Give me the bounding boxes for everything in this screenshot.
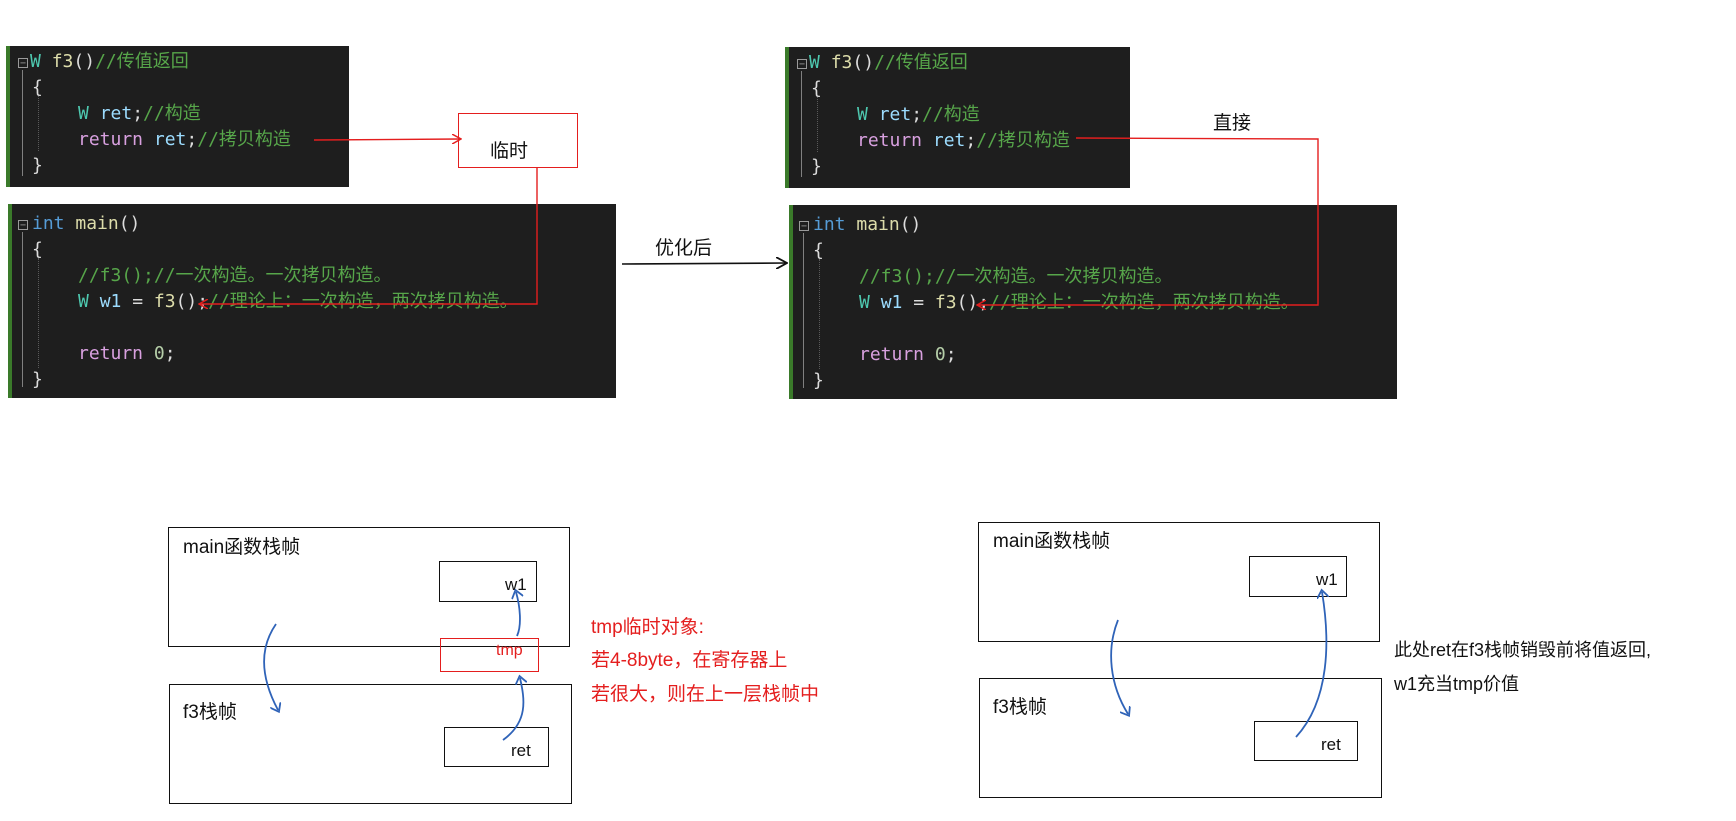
left-f3-fold-toggle-icon[interactable]: − — [18, 58, 28, 69]
right-main-line-return: return 0; — [859, 344, 957, 365]
left-main-code-panel: − int main() { //f3();//一次构造。一次拷贝构造。 W w… — [8, 204, 616, 398]
right-w1-label: w1 — [1316, 570, 1338, 589]
left-temp-to-w1-arrow — [200, 168, 538, 304]
left-tmp-box — [440, 638, 539, 672]
left-main-line-comment: //f3();//一次构造。一次拷贝构造。 — [78, 265, 392, 286]
right-main-open-brace: { — [813, 240, 824, 261]
right-f3-indent-guide — [817, 97, 818, 152]
right-ret-label: ret — [1321, 735, 1341, 754]
left-f3-close-brace: } — [32, 155, 43, 176]
left-ret-to-tmp-blue-arrow — [502, 678, 523, 741]
optimized-arrow — [621, 263, 786, 264]
temp-label: 临时 — [490, 141, 529, 162]
left-main-open-brace: { — [32, 239, 43, 260]
left-ret-box — [444, 727, 549, 767]
right-f3-line-construct: W ret;//构造 — [857, 104, 980, 125]
right-main-fold-toggle-icon[interactable]: − — [799, 221, 809, 232]
right-main-frame-label: main函数栈帧 — [993, 531, 1111, 552]
right-f3-fold-guide — [801, 71, 802, 177]
right-f3-fold-toggle-icon[interactable]: − — [797, 59, 807, 70]
right-f3-open-brace: { — [811, 78, 822, 99]
left-ret-label: ret — [511, 741, 531, 760]
right-f3-line-return: return ret;//拷贝构造 — [857, 130, 1070, 151]
left-tmp-label: tmp — [496, 642, 523, 659]
right-f3-close-brace: } — [811, 156, 822, 177]
optimized-label: 优化后 — [655, 238, 713, 259]
right-ret-to-w1-blue-arrow — [1295, 592, 1326, 738]
left-main-indent-guide — [38, 258, 39, 368]
right-main-indent-guide — [819, 259, 820, 369]
right-f3-frame-label: f3栈帧 — [993, 697, 1047, 718]
right-f3-signature: W f3()//传值返回 — [809, 52, 968, 73]
left-main-fold-guide — [22, 232, 23, 387]
right-f3-code-panel: − W f3()//传值返回 { W ret;//构造 return ret;/… — [785, 47, 1130, 188]
left-main-frame-label: main函数栈帧 — [183, 537, 301, 558]
left-main-line-return: return 0; — [78, 343, 176, 364]
left-f3-stack-frame — [169, 684, 572, 804]
left-f3-fold-guide — [22, 70, 23, 176]
right-main-close-brace: } — [813, 370, 824, 391]
right-direct-arrow — [978, 137, 1319, 305]
left-w1-box — [439, 561, 537, 602]
left-main-stack-frame — [168, 527, 570, 647]
left-main-close-brace: } — [32, 369, 43, 390]
left-main-to-f3-blue-arrow — [263, 623, 278, 710]
right-note-line1: 此处ret在f3栈帧销毁前将值返回, — [1394, 640, 1652, 660]
left-main-fold-toggle-icon[interactable]: − — [18, 220, 28, 231]
right-main-signature: int main() — [813, 214, 922, 235]
right-main-stack-frame — [978, 522, 1380, 642]
left-f3-line-return: return ret;//拷贝构造 — [78, 129, 291, 150]
left-f3-line-construct: W ret;//构造 — [78, 103, 201, 124]
left-main-signature: int main() — [32, 213, 141, 234]
right-note-line2: w1充当tmp价值 — [1394, 674, 1520, 694]
left-return-to-temp-arrow — [313, 139, 460, 140]
right-main-code-panel: − int main() { //f3();//一次构造。一次拷贝构造。 W w… — [789, 205, 1397, 399]
left-f3-frame-label: f3栈帧 — [183, 702, 237, 723]
right-main-fold-guide — [803, 233, 804, 388]
left-note-line2: 若4-8byte，在寄存器上 — [591, 650, 788, 671]
left-f3-open-brace: { — [32, 77, 43, 98]
left-tmp-to-w1-blue-arrow — [516, 592, 520, 637]
left-f3-code-panel: − W f3()//传值返回 { W ret;//构造 return ret;/… — [6, 46, 349, 187]
left-note-line3: 若很大，则在上一层栈帧中 — [591, 684, 820, 705]
right-f3-stack-frame — [979, 678, 1382, 798]
right-main-line-comment: //f3();//一次构造。一次拷贝构造。 — [859, 266, 1173, 287]
left-note-line1: tmp临时对象: — [591, 617, 704, 638]
right-w1-box — [1249, 556, 1347, 597]
left-f3-signature: W f3()//传值返回 — [30, 51, 189, 72]
right-main-to-f3-blue-arrow — [1110, 619, 1128, 714]
left-f3-indent-guide — [38, 96, 39, 151]
direct-label: 直接 — [1213, 113, 1252, 134]
right-ret-box — [1254, 721, 1358, 761]
